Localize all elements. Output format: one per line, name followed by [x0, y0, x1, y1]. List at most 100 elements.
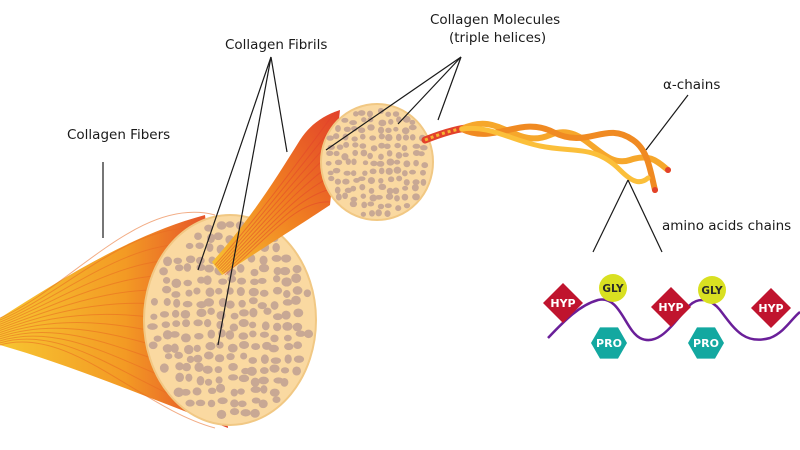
fibril-dot [409, 119, 416, 125]
fibril-dot [203, 275, 212, 285]
fibril-dot [393, 166, 402, 174]
fibril-dot [359, 183, 366, 191]
fibril-dot [408, 124, 417, 131]
fibril-dot [248, 321, 257, 329]
fibril-dot [384, 143, 391, 150]
fibril-dot [180, 388, 191, 396]
fibril-dot [238, 332, 249, 340]
amino-acid-hyp: HYP [543, 283, 583, 323]
fibril-dot [229, 323, 239, 332]
fibril-dot [250, 386, 261, 393]
fibril-dot [362, 170, 368, 176]
fibril-dot [369, 210, 375, 217]
fibril-dot [282, 299, 293, 306]
fibril-dot [248, 287, 259, 297]
fibril-dot [213, 232, 223, 241]
amino-acid-gly: GLY [698, 276, 726, 304]
fibril-dot [343, 141, 350, 148]
fibril-dot [377, 126, 385, 134]
fibril-dot [281, 277, 292, 287]
fibril-dot [214, 366, 223, 374]
fibril-dot [159, 363, 169, 373]
fibril-dot [378, 153, 384, 160]
fibril-dot [203, 351, 214, 360]
fibril-dot [334, 186, 341, 194]
fibril-dot [248, 357, 258, 364]
fibril-dot [205, 342, 216, 351]
label-alpha-chains: α-chains [663, 77, 721, 93]
fibril-dot [335, 193, 342, 201]
fibril-dot [227, 343, 238, 353]
fibril-dot [402, 134, 410, 141]
fibril-dot [180, 333, 191, 343]
fibril-dot [303, 289, 312, 298]
fibril-dot [273, 267, 282, 276]
fibril-dot [402, 170, 408, 177]
fibril-dot [292, 366, 302, 376]
fibril-dot [249, 330, 257, 338]
fibril-dot [230, 388, 238, 397]
fibril-dot [270, 334, 279, 343]
fibril-dot [386, 158, 395, 166]
fibril-dot [193, 319, 203, 327]
fibril-dot [350, 196, 358, 202]
fibril-dot [412, 179, 420, 186]
fibril-dot [350, 170, 357, 177]
fibril-dot [153, 335, 162, 342]
amino-acid-pro: PRO [591, 327, 627, 359]
fibril-dot [326, 150, 334, 157]
fibril-dot [216, 383, 226, 393]
fibril-dot [362, 160, 369, 166]
fibril-dot [203, 298, 215, 307]
label-collagen-fibers: Collagen Fibers [67, 127, 171, 143]
fibril-dot [174, 264, 184, 272]
fibril-dot [375, 194, 383, 200]
amino-acid-label: PRO [596, 337, 622, 350]
fibril-dot [341, 153, 349, 161]
fibril-dot [172, 320, 181, 328]
fibril-dot [413, 159, 419, 167]
label-collagen-molecules: Collagen Molecules [430, 12, 561, 28]
fibril-dot [272, 275, 281, 283]
fibril-dot [260, 354, 269, 365]
fibril-dot [402, 185, 409, 191]
amino-acid-hyp: HYP [751, 288, 791, 328]
fibril-dot [378, 133, 385, 140]
fibril-dot [271, 255, 282, 262]
fibril-dot [171, 291, 181, 298]
fibril-dot [248, 297, 258, 305]
fibril-dot [173, 257, 183, 265]
fibril-dot [334, 178, 342, 185]
fibril-dot [388, 118, 394, 125]
fibril-dot [236, 287, 245, 297]
fibril-dot [281, 254, 292, 263]
fibril-dot [421, 162, 429, 169]
fibril-dot [370, 145, 378, 152]
fibril-dot [250, 268, 259, 277]
fibril-dot [214, 354, 225, 363]
fibril-dot [258, 376, 269, 385]
fibril-dot [238, 299, 246, 308]
fibril-dot [361, 201, 368, 209]
fibril-dot [409, 169, 416, 175]
fibril-dot [332, 167, 341, 174]
fibril-dot [225, 221, 235, 228]
fibril-dot [393, 126, 399, 132]
fibril-dot [272, 242, 280, 253]
fibril-dot [385, 127, 392, 134]
fibril-dot [174, 351, 183, 359]
fibril-dot [411, 184, 419, 192]
fibril-dot [216, 409, 227, 420]
fibril-dot [186, 355, 195, 364]
fibril-dot [293, 308, 304, 318]
fibril-dot [196, 308, 207, 318]
amino-acid-gly: GLY [599, 274, 627, 302]
fibril-dot [358, 127, 366, 134]
fibril-dot [260, 385, 268, 394]
amino-acid-pro: PRO [688, 327, 724, 359]
fibril-dot [357, 110, 366, 116]
fibril-dot [258, 399, 268, 409]
fibril-dot [334, 159, 343, 166]
fibril-dot [204, 224, 213, 232]
